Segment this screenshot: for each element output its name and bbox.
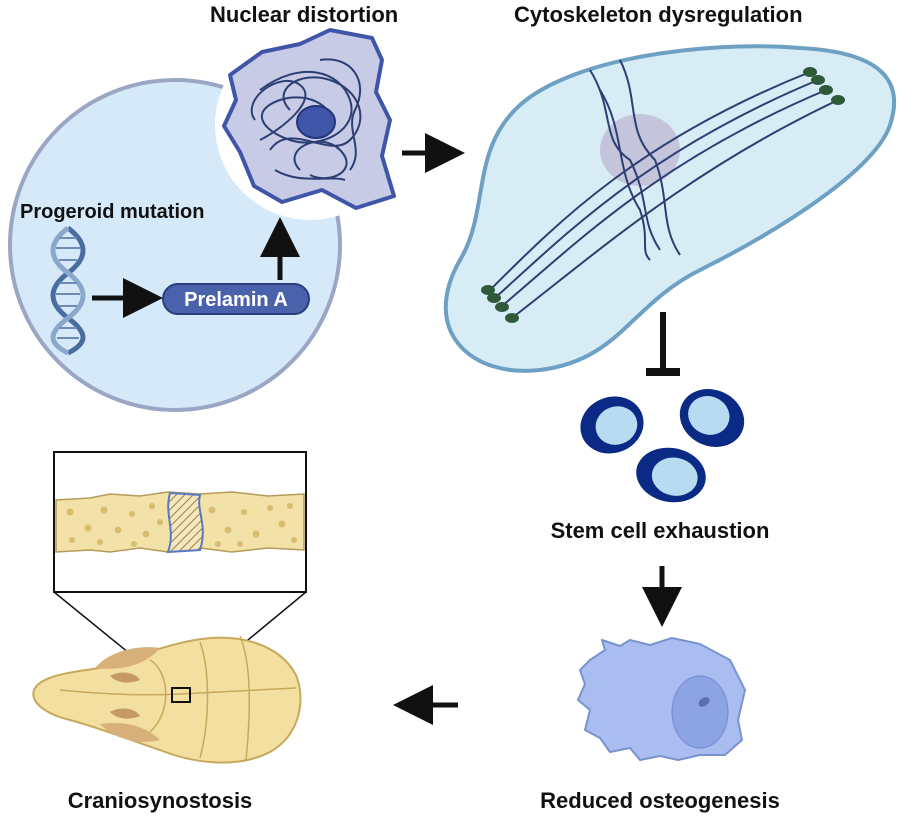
reduced-osteogenesis-label: Reduced osteogenesis [540, 788, 780, 813]
progeroid-mutation-label: Progeroid mutation [20, 201, 204, 223]
cytoskeleton-dysregulation-label: Cytoskeleton dysregulation [514, 2, 803, 27]
stem-cell-icon [580, 389, 745, 503]
osteoblast-icon [577, 637, 746, 761]
stem-cell-exhaustion-label: Stem cell exhaustion [551, 518, 770, 543]
cytoskeleton-cell-icon [443, 44, 897, 373]
skull-icon [32, 635, 302, 764]
dna-icon [50, 226, 86, 356]
nucleus-icon [215, 28, 405, 220]
inhibition-arrow [646, 312, 680, 376]
prelamin-a-label: Prelamin A [184, 289, 288, 311]
prelamin-a-pill: Prelamin A [162, 283, 310, 315]
craniosynostosis-label: Craniosynostosis [68, 788, 253, 813]
bone-suture-icon [53, 451, 307, 689]
nuclear-distortion-label: Nuclear distortion [210, 2, 398, 27]
